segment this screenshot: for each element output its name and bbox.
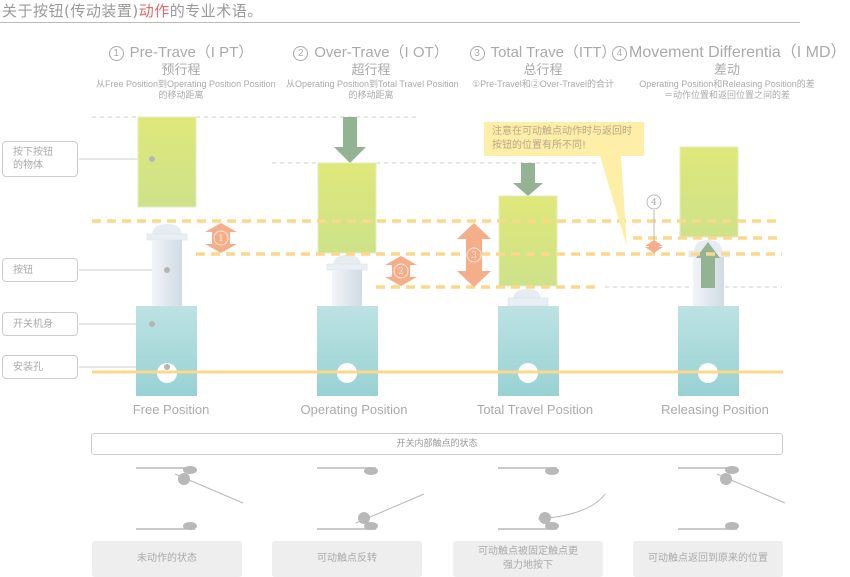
heading-text: Over-Trave（I OT）	[314, 44, 449, 61]
marker-number: 2	[398, 267, 404, 277]
heading-desc: 从Free Position到Operating Position Positi…	[96, 79, 276, 89]
note-callout: 注意在可动触点动作时与返回时按钮的位置有所不同!	[484, 122, 644, 156]
number-circle-icon: 1	[108, 46, 124, 61]
contact-state-header: 开关内部触点的状态	[91, 433, 783, 455]
pre-travel-arrow-icon	[205, 223, 237, 253]
heading-cn: 总行程	[523, 63, 563, 78]
button-stem	[332, 270, 362, 306]
travel-arrows	[205, 223, 663, 287]
contact-point	[725, 522, 739, 530]
note-callout-tail	[600, 156, 627, 247]
push-arrow-shaft	[343, 117, 357, 147]
marker-circle	[213, 230, 229, 246]
marker-number: 3	[471, 251, 477, 261]
heading-desc-2: 的移动距离	[158, 90, 204, 100]
contact-state-2	[317, 467, 425, 530]
pusher-block	[679, 146, 739, 238]
movable-contact-point	[720, 473, 732, 485]
movable-contact-point	[178, 473, 190, 485]
number-circle-icon: 2	[293, 46, 309, 61]
over-travel-arrow-icon	[385, 256, 417, 286]
title-divider	[0, 22, 800, 23]
contact-point	[545, 467, 559, 475]
free-position-figure	[136, 116, 197, 396]
position-label-operating: Operating Position	[300, 402, 408, 417]
page-title: 关于按钮(传动装置)动作的专业术语。	[2, 0, 263, 21]
label-pusher-object: 按下按钮 的物体	[2, 141, 78, 177]
leader-dot	[149, 321, 155, 327]
push-arrow-icon	[334, 147, 366, 163]
pusher-block	[317, 162, 377, 254]
contact-point	[364, 522, 378, 530]
state-box-reversed: 可动触点反转	[272, 541, 422, 577]
leader-dot	[164, 364, 170, 370]
contact-state-3	[498, 467, 606, 530]
title-prefix: 关于按钮(传动装置)	[2, 2, 139, 20]
button-flange	[507, 297, 549, 307]
contact-point	[545, 522, 559, 530]
marker-circle	[466, 247, 482, 263]
label-switch-body: 开关机身	[2, 312, 78, 336]
push-arrow-shaft	[521, 163, 535, 183]
marker-4-circle	[646, 194, 662, 210]
title-suffix: 的专业术语。	[169, 2, 263, 20]
column-heading-total-travel: 3 Total Trave（ITT） 总行程 ①Pre-Travel和②Over-…	[468, 44, 618, 90]
heading-desc: ①Pre-Travel和②Over-Travel的合计	[472, 79, 614, 89]
number-circle-icon: 4	[612, 46, 627, 61]
leader-dot	[164, 267, 170, 273]
heading-cn: 超行程	[351, 63, 391, 78]
button-flange	[326, 263, 368, 271]
leader-dots	[149, 156, 170, 370]
heading-text: Movement Differentia（I MD）	[629, 44, 847, 61]
total-travel-position-figure	[498, 163, 559, 396]
label-button: 按钮	[2, 258, 78, 282]
position-label-free: Free Position	[132, 402, 210, 417]
marker-circle	[393, 263, 409, 279]
heading-desc-2: ＝动作位置和返回位置之间的差	[663, 90, 790, 100]
contact-point	[183, 522, 197, 530]
state-box-idle: 未动作的状态	[92, 541, 242, 577]
movement-differential-arrow-icon	[645, 240, 663, 253]
pusher-block	[137, 116, 197, 208]
column-heading-pre-travel: 1 Pre-Trave（I PT） 预行程 从Free Position到Oper…	[96, 44, 276, 101]
movable-contact-point	[539, 512, 551, 524]
heading-desc: 从Operating Position到Total Travel Positio…	[286, 79, 459, 89]
button-cap	[513, 289, 541, 300]
marker-number: 4	[651, 198, 657, 208]
heading-desc-2: 的移动距离	[348, 90, 394, 100]
label-mounting-hole: 安装孔	[2, 355, 78, 379]
push-arrow-icon	[513, 183, 543, 196]
movable-contact-point	[358, 512, 370, 524]
contact-state-1	[136, 466, 244, 530]
heading-text: Total Trave（ITT）	[490, 44, 617, 61]
heading-desc: Operating Position和Releasing Position的差	[639, 79, 815, 89]
contact-point	[364, 467, 378, 475]
heading-text: Pre-Trave（I PT）	[129, 44, 254, 61]
contact-point	[183, 466, 197, 474]
heading-cn: 预行程	[161, 63, 201, 78]
pusher-block	[498, 195, 558, 287]
number-circle-icon: 3	[469, 46, 485, 61]
position-label-total-travel: Total Travel Position	[476, 402, 594, 417]
title-highlight: 动作	[138, 2, 170, 20]
contact-diagrams	[136, 466, 786, 530]
position-label-releasing: Releasing Position	[661, 402, 769, 417]
contact-state-4	[678, 466, 786, 530]
state-box-pressed: 可动触点被固定触点更 强力地按下	[453, 541, 603, 577]
total-travel-arrow-icon	[457, 223, 491, 287]
button-flange	[146, 233, 188, 241]
operating-position-figure	[317, 117, 378, 396]
releasing-position-figure	[678, 146, 739, 396]
column-heading-over-travel: 2 Over-Trave（I OT） 超行程 从Operating Positio…	[286, 44, 459, 101]
position-lines	[92, 219, 782, 289]
heading-cn: 差动	[713, 63, 740, 78]
leader-dot	[149, 156, 155, 162]
button-cap	[333, 255, 361, 266]
state-box-returned: 可动触点返回到原来的位置	[633, 541, 783, 577]
return-arrow-shaft	[701, 258, 715, 288]
contact-point	[725, 466, 739, 474]
button-cap	[152, 224, 182, 236]
marker-number: 1	[218, 234, 224, 244]
